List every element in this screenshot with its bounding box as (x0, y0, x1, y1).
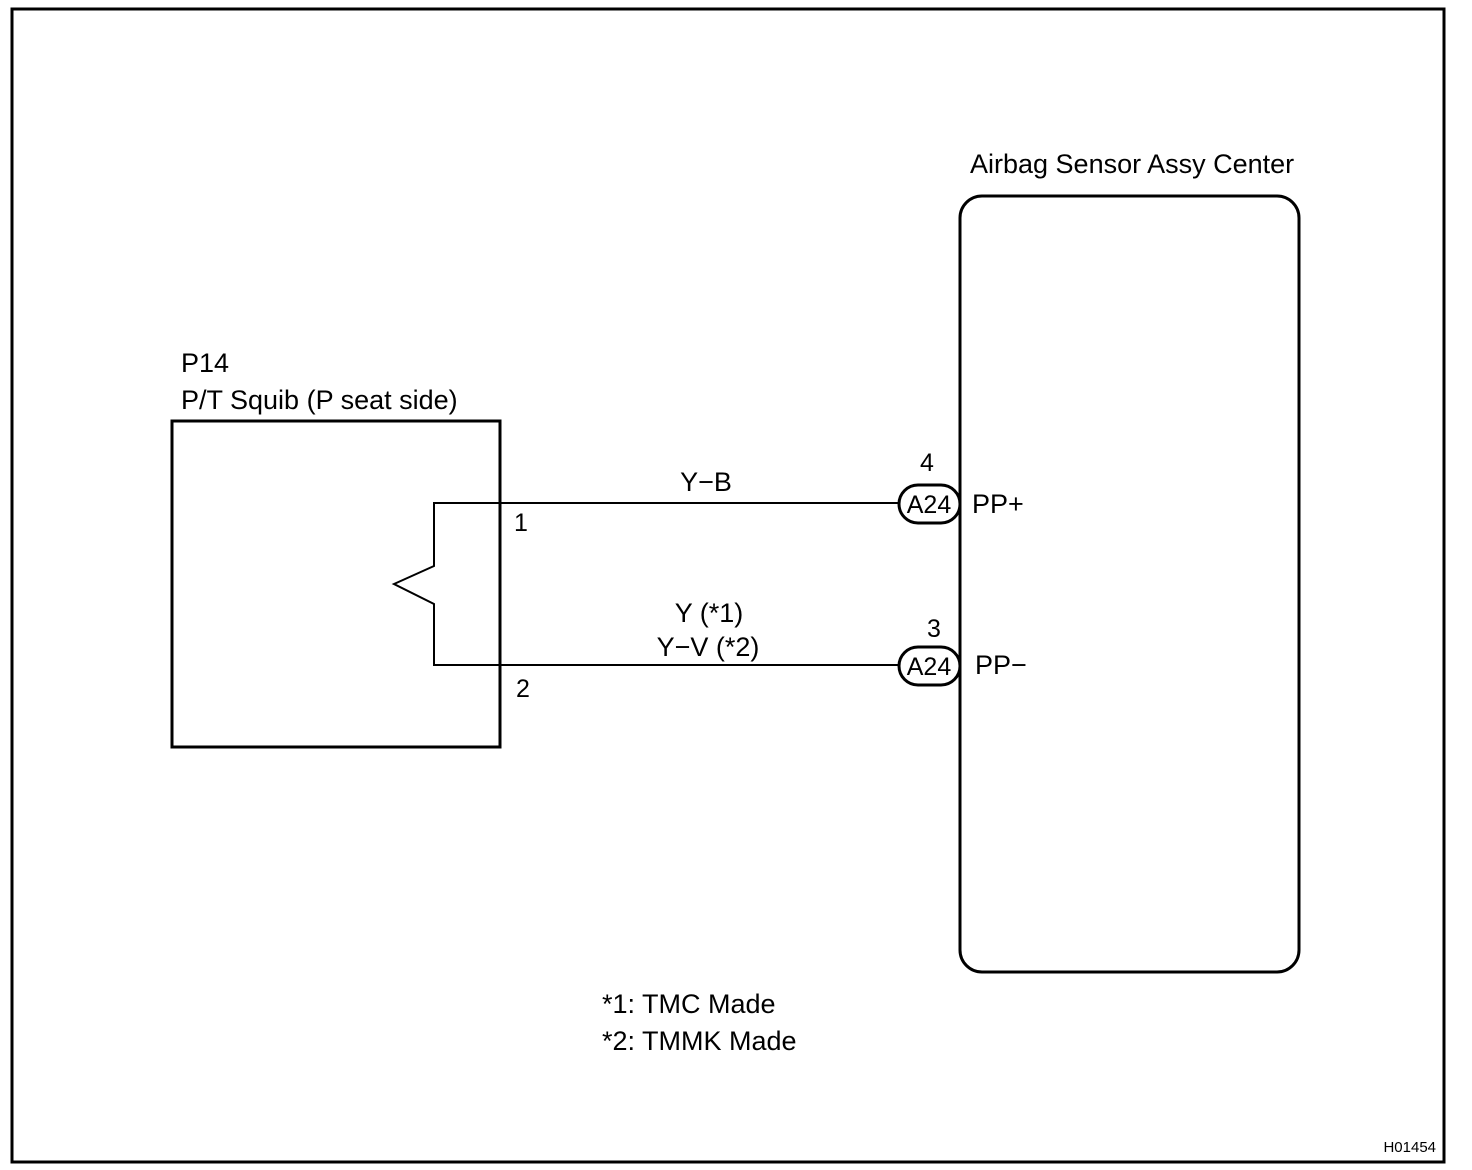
squib-name-label: P/T Squib (P seat side) (181, 385, 458, 415)
note-1: *1: TMC Made (602, 989, 776, 1019)
sensor-name-label: Airbag Sensor Assy Center (970, 149, 1294, 179)
sensor-box (958, 194, 1301, 974)
figure-id: H01454 (1383, 1139, 1436, 1156)
squib-box (170, 419, 502, 749)
squib-pin-1: 1 (514, 509, 528, 537)
connector-bottom-pin: 3 (927, 615, 941, 643)
connector-bottom-shape (897, 645, 962, 687)
note-2: *2: TMMK Made (602, 1026, 797, 1056)
squib-code-label: P14 (181, 348, 229, 378)
wire-top-color-label: Y−B (680, 467, 732, 497)
outer-frame (10, 7, 1446, 1164)
wire-bottom-color-label-2: Y−V (*2) (657, 632, 760, 662)
terminal-pp-minus: PP− (975, 650, 1027, 680)
connector-top-code: A24 (907, 491, 952, 519)
connector-top-pin: 4 (920, 449, 934, 477)
connector-bottom-code: A24 (907, 653, 952, 681)
connector-top-shape (897, 483, 962, 525)
squib-element-symbol (391, 502, 500, 666)
wire-bottom-color-label-1: Y (*1) (675, 598, 744, 628)
squib-pin-2: 2 (516, 675, 530, 703)
terminal-pp-plus: PP+ (972, 489, 1024, 519)
